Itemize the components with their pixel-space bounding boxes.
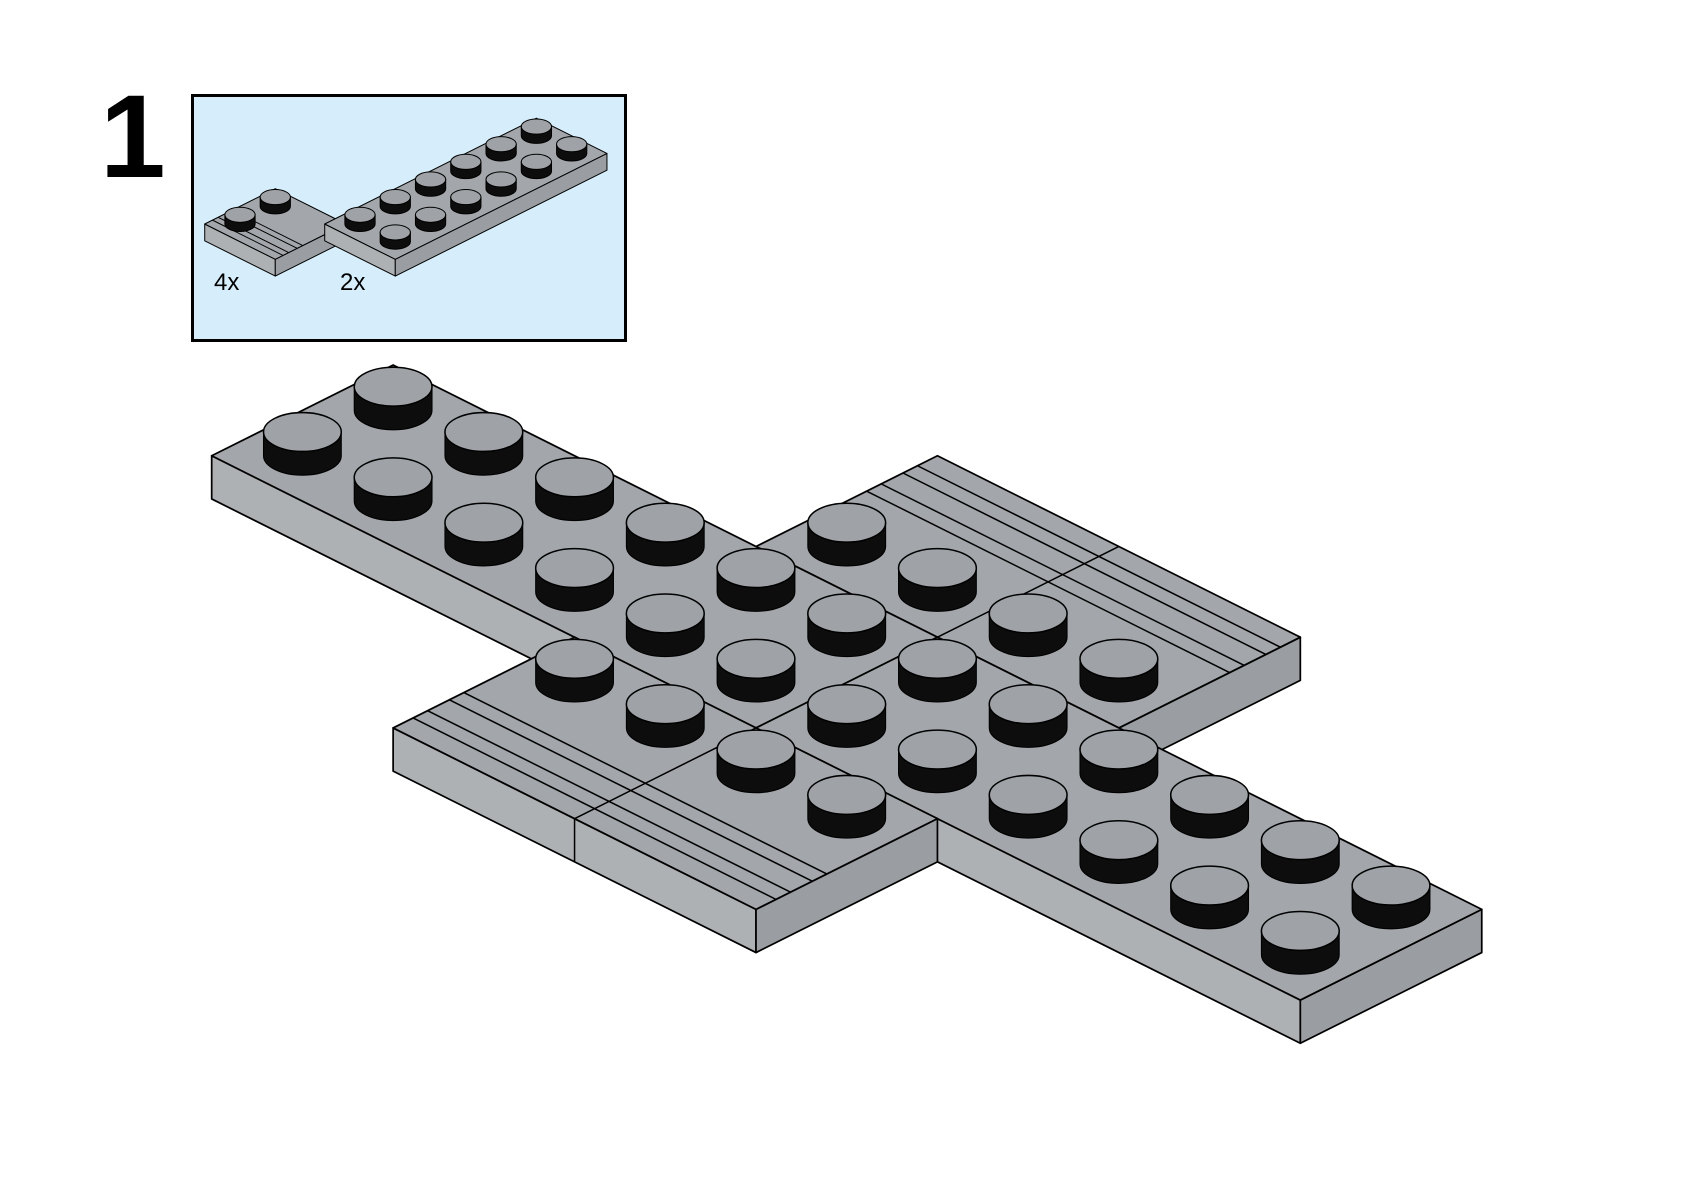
stud-top <box>897 638 978 679</box>
stud-top <box>520 153 553 170</box>
stud-top <box>450 189 482 206</box>
seam-line <box>937 545 1120 638</box>
stud-top <box>1079 820 1159 861</box>
stud-top <box>444 411 524 453</box>
seam-line <box>866 490 1230 674</box>
stud-top <box>988 683 1068 725</box>
step-number: 1 <box>100 71 166 203</box>
stud-top <box>534 638 615 679</box>
rail-plate-near <box>392 636 939 954</box>
stud-top <box>379 224 411 241</box>
stud-top <box>1260 910 1340 952</box>
stud-top <box>262 411 343 453</box>
stud-top <box>556 136 588 153</box>
stud-top <box>259 189 291 206</box>
stud-top <box>353 457 433 498</box>
stud-top <box>807 774 887 816</box>
stud-top <box>1169 774 1250 816</box>
stud-top <box>485 171 517 188</box>
stud-top <box>379 189 411 206</box>
part-quantity: 4x <box>214 269 240 296</box>
stud-top <box>897 547 978 589</box>
stud-top <box>534 547 615 589</box>
stud-top <box>344 206 376 223</box>
parts-illustration <box>204 117 608 277</box>
stud-top <box>534 457 615 498</box>
stud-top <box>807 593 887 634</box>
stud-top <box>450 153 482 170</box>
seam-line <box>902 472 1267 656</box>
parts-list-callout: 4x 2x <box>191 94 627 342</box>
stud-top <box>716 547 796 589</box>
seam-line <box>917 465 1281 648</box>
stud-top <box>414 206 447 223</box>
stud-top <box>520 118 553 135</box>
stud-top <box>1351 865 1431 906</box>
brick-top-face <box>324 117 608 260</box>
part-plate-2x6 <box>324 117 608 277</box>
stud-top <box>444 502 524 543</box>
plate-2x6-right <box>755 636 1483 1045</box>
seam-line <box>427 710 791 893</box>
stud-top <box>1079 638 1159 679</box>
seam-line <box>212 219 284 256</box>
stud-top <box>1260 820 1340 861</box>
part-quantity: 2x <box>340 269 366 296</box>
seam-line <box>449 699 813 882</box>
stud-top <box>625 502 705 543</box>
stud-top <box>485 136 517 153</box>
stud-top <box>716 638 796 679</box>
stud-top <box>1169 865 1250 906</box>
stud-top <box>988 593 1068 634</box>
seam-line <box>412 717 777 901</box>
stud-top <box>897 729 978 770</box>
seam-line <box>880 483 1245 666</box>
seam-line <box>463 691 828 875</box>
stud-top <box>625 593 705 634</box>
stud-top <box>807 502 887 543</box>
stud-top <box>353 366 433 407</box>
stud-top <box>807 683 887 725</box>
brick-top-face <box>755 636 1483 1001</box>
stud-top <box>1079 729 1159 770</box>
stud-top <box>988 774 1068 816</box>
stud-top <box>414 171 447 188</box>
stud-top <box>224 206 256 223</box>
stud-top <box>716 729 796 770</box>
stud-top <box>625 683 705 725</box>
